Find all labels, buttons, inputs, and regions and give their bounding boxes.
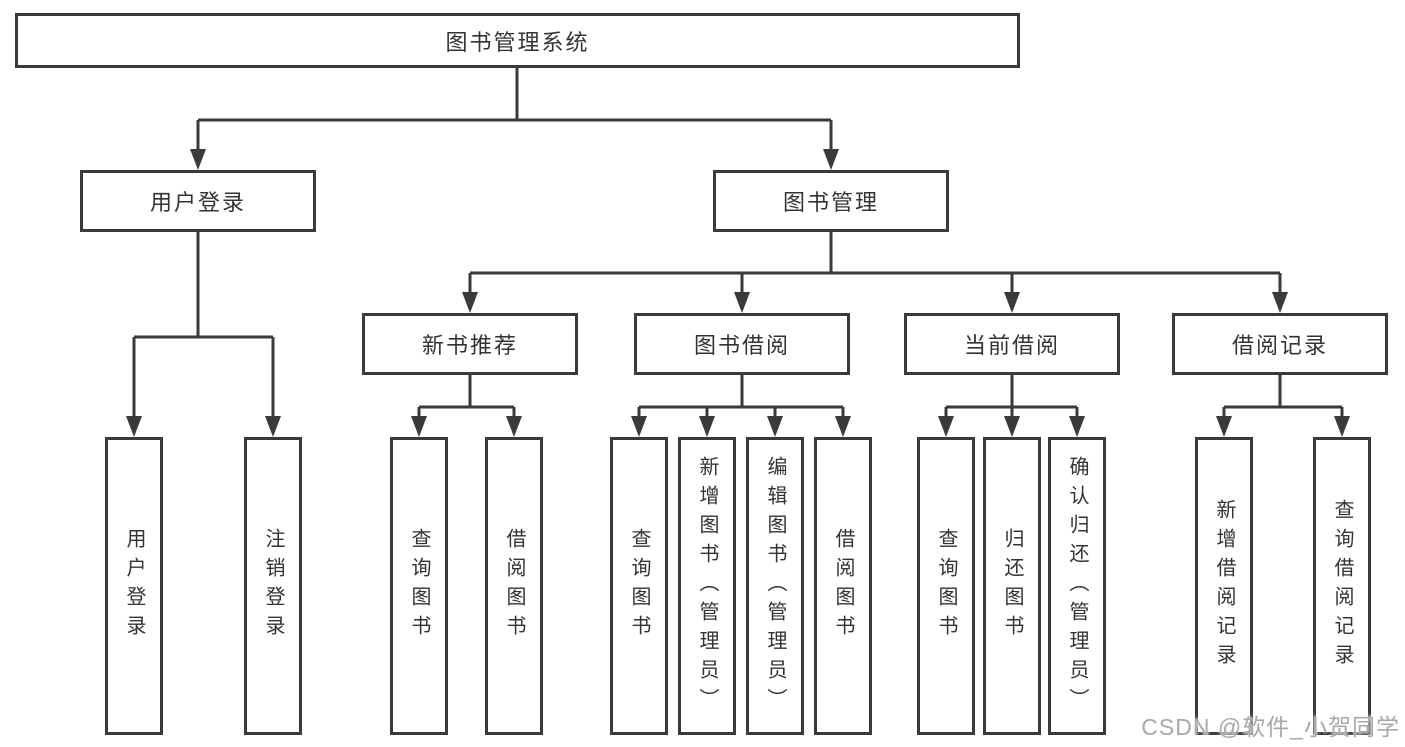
node-book-management: 图书管理 bbox=[713, 170, 949, 232]
leaf-add-borrow-record: 新增借阅记录 bbox=[1195, 437, 1253, 735]
leaf-return-books: 归还图书 bbox=[983, 437, 1041, 735]
leaf-borrow-books-recommend: 借阅图书 bbox=[485, 437, 543, 735]
leaf-confirm-return-admin: 确认归还（管理员） bbox=[1048, 437, 1106, 735]
leaf-query-books-borrow: 查询图书 bbox=[610, 437, 668, 735]
node-user-login: 用户登录 bbox=[80, 170, 316, 232]
leaf-user-login: 用户登录 bbox=[105, 437, 163, 735]
node-borrow-records: 借阅记录 bbox=[1172, 313, 1388, 375]
leaf-query-books-current: 查询图书 bbox=[917, 437, 975, 735]
node-new-book-recommend: 新书推荐 bbox=[362, 313, 578, 375]
arrowheads bbox=[126, 149, 1350, 437]
node-book-borrow: 图书借阅 bbox=[634, 313, 850, 375]
leaf-query-books-recommend: 查询图书 bbox=[390, 437, 448, 735]
node-current-borrow: 当前借阅 bbox=[904, 313, 1120, 375]
leaf-add-books-admin: 新增图书（管理员） bbox=[678, 437, 736, 735]
csdn-watermark: CSDN @软件_小贺同学 bbox=[1141, 714, 1400, 740]
leaf-query-borrow-record: 查询借阅记录 bbox=[1313, 437, 1371, 735]
leaf-borrow-books: 借阅图书 bbox=[814, 437, 872, 735]
leaf-edit-books-admin: 编辑图书（管理员） bbox=[746, 437, 804, 735]
node-library-system: 图书管理系统 bbox=[15, 13, 1020, 68]
leaf-logout: 注销登录 bbox=[244, 437, 302, 735]
